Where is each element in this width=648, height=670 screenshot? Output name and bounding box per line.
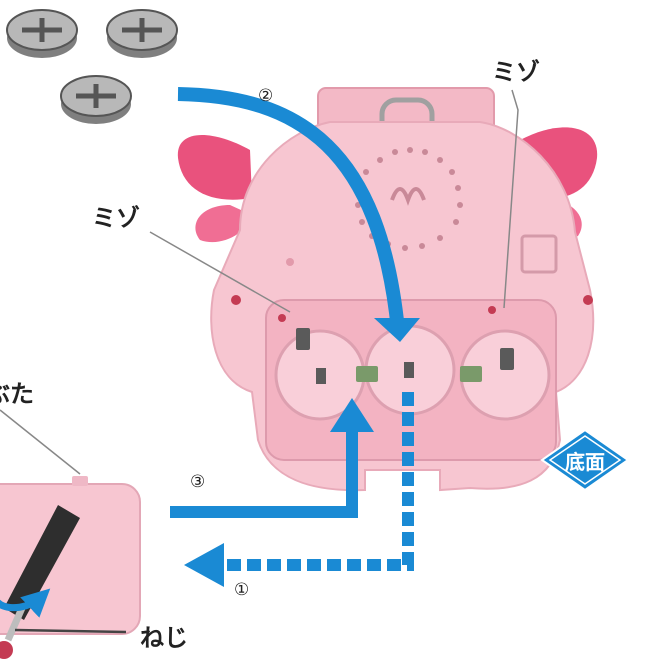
arrow-head-step2 (374, 318, 420, 342)
bottom-view-label: 底面 (565, 450, 605, 474)
arrow-head-step3 (330, 398, 374, 432)
step-2-number: ② (258, 86, 274, 106)
bottom-view-badge (540, 428, 630, 492)
rotate-arrow-icon (0, 588, 51, 659)
groove-label-right: ミゾ (492, 58, 540, 86)
coin-battery-icon (6, 9, 78, 58)
groove-label-left: ミゾ (92, 204, 140, 232)
screw-label: ねじ (140, 624, 188, 652)
step-1-number: ① (234, 580, 250, 600)
coin-battery-icon (60, 75, 132, 124)
step-3-number: ③ (190, 472, 206, 492)
coin-battery-icon (106, 9, 178, 58)
lid-label: ぶた (0, 380, 34, 408)
arrow-head-step1 (184, 543, 224, 587)
